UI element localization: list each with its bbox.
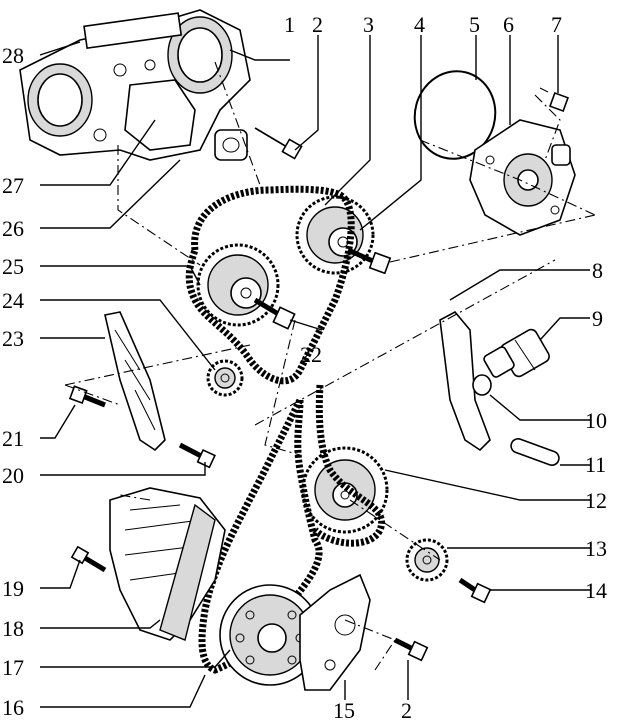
callout-26: 26 (2, 216, 24, 241)
callout-21: 21 (2, 426, 24, 451)
callout-17: 17 (2, 655, 24, 680)
callout-20: 20 (2, 463, 24, 488)
callout-1: 1 (284, 12, 295, 37)
callout-23: 23 (2, 326, 24, 351)
chain-rail-right (439, 310, 491, 452)
callout-10: 10 (585, 408, 607, 433)
cylinder-head-cover-assembly (19, 9, 251, 161)
head-bolt (254, 127, 303, 160)
stud-bolt (70, 545, 107, 573)
callout-27: 27 (2, 173, 24, 198)
guide-bolt-upper (68, 385, 106, 408)
chain-guide-plate (299, 573, 371, 691)
chain-guide-left (104, 311, 166, 452)
callout-25: 25 (2, 254, 24, 279)
leader-lines (39, 35, 590, 708)
tensioner-pin (510, 438, 560, 466)
callout-2-upper: 2 (312, 12, 323, 37)
idler-sprocket (206, 359, 244, 397)
callout-24: 24 (2, 288, 24, 313)
o-ring-seal (413, 70, 497, 160)
chain-tensioner (483, 328, 550, 378)
callout-9: 9 (592, 306, 603, 331)
guide-plate-bolt (393, 637, 429, 662)
callout-5: 5 (469, 12, 480, 37)
callout-22: 22 (300, 342, 322, 367)
camshaft-sprocket-exhaust (295, 195, 375, 275)
guide-pin (178, 442, 216, 469)
callout-7: 7 (551, 12, 562, 37)
assembly-dash-lines (64, 61, 596, 671)
callout-28: 28 (2, 43, 24, 68)
oil-pump-sprocket (405, 538, 449, 582)
callout-18: 18 (2, 616, 24, 641)
callout-4: 4 (414, 12, 425, 37)
callout-3: 3 (363, 12, 374, 37)
camshaft-sprocket-intake (196, 243, 280, 327)
pump-housing (469, 119, 576, 236)
tensioner-seal (472, 374, 492, 396)
callout-6: 6 (503, 12, 514, 37)
lower-crankcase-housing (109, 487, 226, 641)
callout-8: 8 (592, 258, 603, 283)
callout-15: 15 (333, 698, 355, 721)
callout-2-lower: 2 (401, 698, 412, 721)
callout-13: 13 (585, 536, 607, 561)
callout-16: 16 (2, 695, 24, 720)
pump-bolt (539, 87, 569, 112)
crankshaft-sprocket (219, 584, 321, 686)
callout-14: 14 (585, 578, 607, 603)
callout-12: 12 (585, 488, 607, 513)
upper-timing-chain (185, 185, 355, 385)
sprocket-bolt-lower (253, 297, 296, 330)
sprocket-bolt-upper (346, 247, 392, 275)
callout-19: 19 (2, 576, 24, 601)
sprocket-bolt-small (458, 577, 492, 604)
callout-11: 11 (585, 452, 606, 477)
